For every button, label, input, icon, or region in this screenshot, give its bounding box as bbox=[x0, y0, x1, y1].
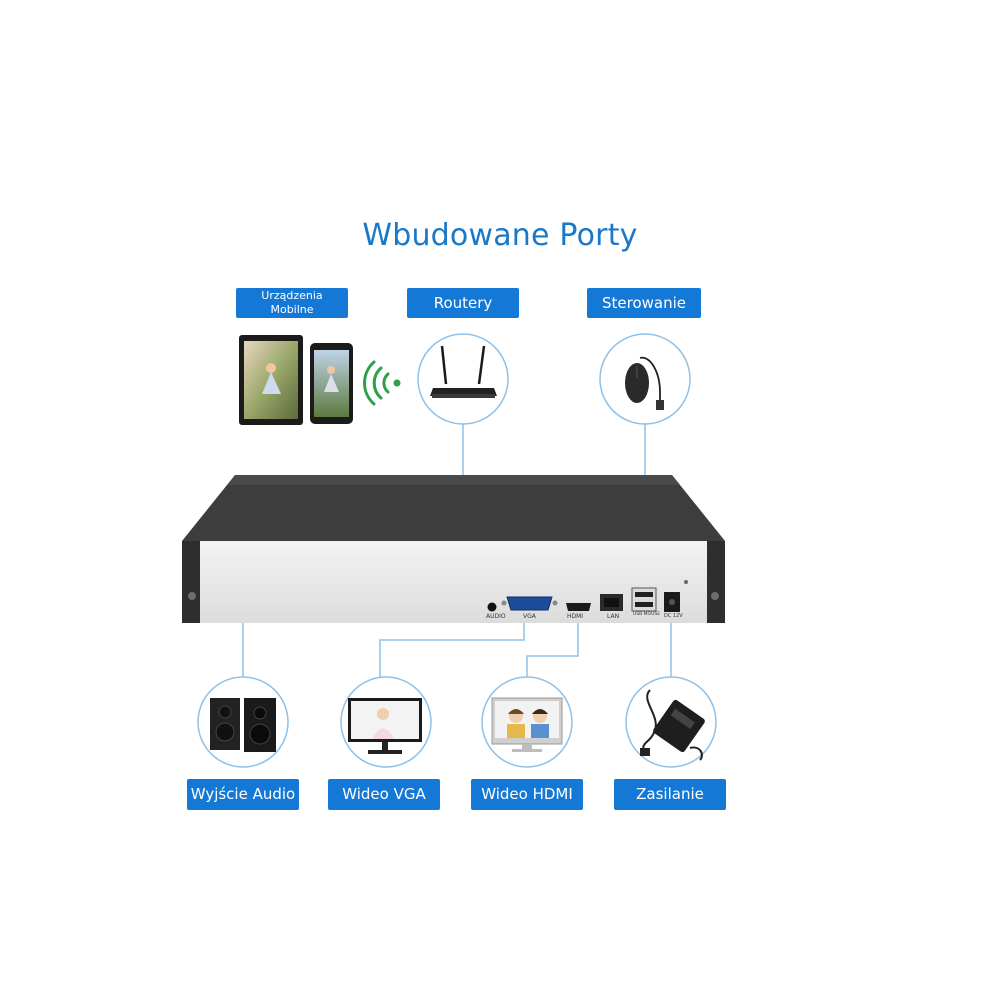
vga-port bbox=[506, 596, 553, 611]
label-hdmi-video: Wideo HDMI bbox=[471, 779, 583, 810]
label-routers: Routery bbox=[407, 288, 519, 318]
connector-hdmi bbox=[526, 610, 579, 683]
vga-monitor-icon bbox=[348, 698, 422, 754]
wifi-signal-icon bbox=[363, 360, 401, 406]
router-circle bbox=[417, 333, 509, 425]
smartphone-icon bbox=[310, 343, 353, 424]
port-tag-dc: DC 12V bbox=[664, 613, 683, 619]
vga-circle bbox=[340, 676, 432, 768]
device-front bbox=[182, 541, 725, 623]
port-tag-vga: VGA bbox=[523, 613, 536, 620]
port-tag-lan: LAN bbox=[607, 613, 620, 620]
device-top bbox=[182, 475, 725, 541]
label-power: Zasilanie bbox=[614, 779, 726, 810]
port-tag-usb: USB MOUSE bbox=[633, 612, 661, 617]
diagram-title: Wbudowane Porty bbox=[362, 218, 638, 253]
usb-port bbox=[631, 587, 657, 612]
connector-audio bbox=[242, 606, 488, 683]
router-icon bbox=[430, 345, 497, 398]
audio-circle bbox=[197, 676, 289, 768]
tablet-icon bbox=[239, 335, 303, 425]
mouse-circle bbox=[599, 333, 691, 425]
nvr-device bbox=[182, 475, 725, 623]
power-adapter-icon bbox=[640, 689, 705, 761]
label-mobile-devices: Urządzenia Mobilne bbox=[236, 288, 348, 318]
port-tag-hdmi: HDMI bbox=[567, 613, 584, 620]
hdmi-port bbox=[566, 603, 591, 611]
label-audio-output: Wyjście Audio bbox=[187, 779, 299, 810]
label-control: Sterowanie bbox=[587, 288, 701, 318]
mouse-icon bbox=[625, 356, 664, 410]
power-circle bbox=[625, 676, 717, 768]
lan-port bbox=[600, 594, 623, 611]
dc-port bbox=[664, 592, 680, 612]
hdmi-monitor-icon bbox=[491, 697, 563, 752]
connector-lines bbox=[242, 424, 672, 683]
speaker-icon bbox=[210, 698, 276, 752]
connector-router-lan bbox=[462, 424, 613, 592]
port-tag-audio: AUDIO bbox=[486, 613, 506, 620]
audio-port bbox=[487, 602, 497, 612]
label-vga-video: Wideo VGA bbox=[328, 779, 440, 810]
hdmi-circle bbox=[481, 676, 573, 768]
